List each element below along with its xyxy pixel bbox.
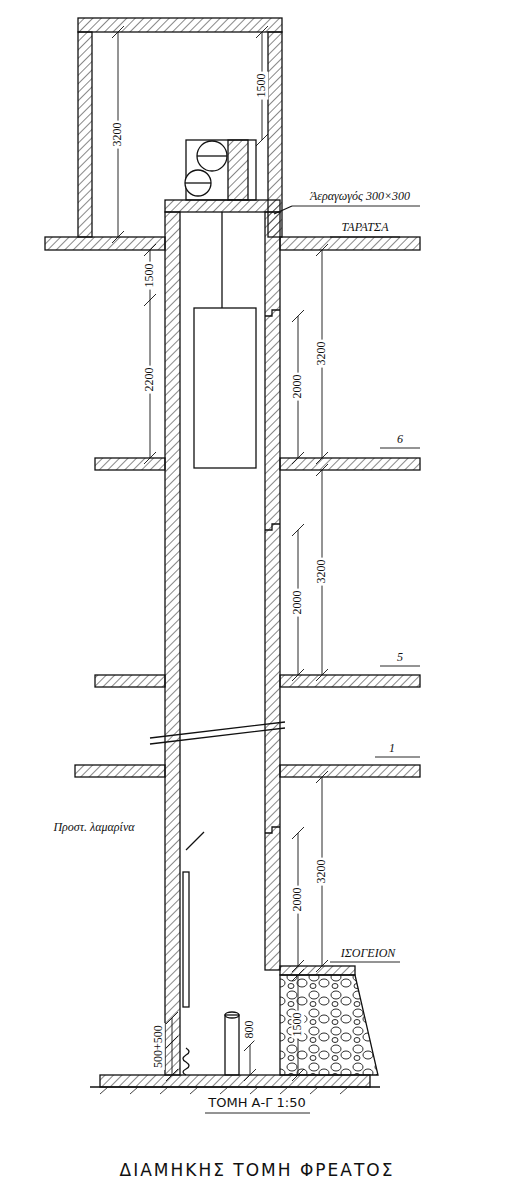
pit-slab xyxy=(100,1075,370,1087)
dimension-text: 1500 xyxy=(143,262,156,290)
annotation-label: Άεραγωγός 300×300 xyxy=(308,190,412,203)
dimension-text: 2000 xyxy=(291,886,304,914)
shaft-wall xyxy=(165,212,180,1075)
lift-machine xyxy=(185,140,256,200)
buffer-spring xyxy=(183,1048,189,1075)
floor-slabs xyxy=(75,458,420,777)
roof-slab xyxy=(280,237,420,250)
dimension-text: 800 xyxy=(243,1019,256,1041)
caption-underline xyxy=(205,1113,310,1114)
ground-line xyxy=(90,1086,380,1087)
lift-car xyxy=(194,308,256,468)
buffer xyxy=(225,1015,239,1075)
dimension-text: 1500 xyxy=(255,72,268,100)
annotation-label: 1 xyxy=(387,742,397,755)
title: ΔΙΑΜΗΚΗΣ ΤΟΜΗ ΦΡΕΑΤΟΣ xyxy=(0,1160,514,1180)
dimension-text: 3200 xyxy=(315,858,328,886)
protective-sheet xyxy=(183,872,189,1007)
shaft-top-slab xyxy=(165,200,280,212)
dimension-lines xyxy=(112,26,420,1081)
annotation-label: 6 xyxy=(395,433,405,446)
leader-line xyxy=(274,206,292,214)
leader-line xyxy=(186,832,204,850)
shaft-wall xyxy=(265,212,280,970)
break-line xyxy=(150,722,285,744)
dimension-text: 1500 xyxy=(291,1011,304,1039)
door-recess xyxy=(265,310,280,833)
caption: ΤΟΜΗ Α-Γ 1:50 xyxy=(0,1095,514,1110)
annotation-label: Προστ. λαμαρίνα xyxy=(51,821,136,834)
dimension-text: 2000 xyxy=(291,373,304,401)
dimension-text: 2200 xyxy=(143,366,156,394)
dimension-text: 3200 xyxy=(315,558,328,586)
rope xyxy=(221,212,222,308)
rubble-fill xyxy=(280,975,378,1075)
annotation-label: ΙΣΟΓΕΙΟΝ xyxy=(339,947,398,960)
dimension-text: 3200 xyxy=(111,121,124,149)
roof-slab xyxy=(45,237,165,250)
machine-room xyxy=(78,18,282,237)
dimension-text: 3200 xyxy=(315,340,328,368)
annotation-label: ΤΑΡΑΤΣΑ xyxy=(340,221,391,234)
annotation-label: 5 xyxy=(395,651,405,664)
dimension-text: 2000 xyxy=(291,589,304,617)
dimension-text: 500+500 xyxy=(151,1024,164,1071)
ground-hatch xyxy=(100,1087,348,1094)
